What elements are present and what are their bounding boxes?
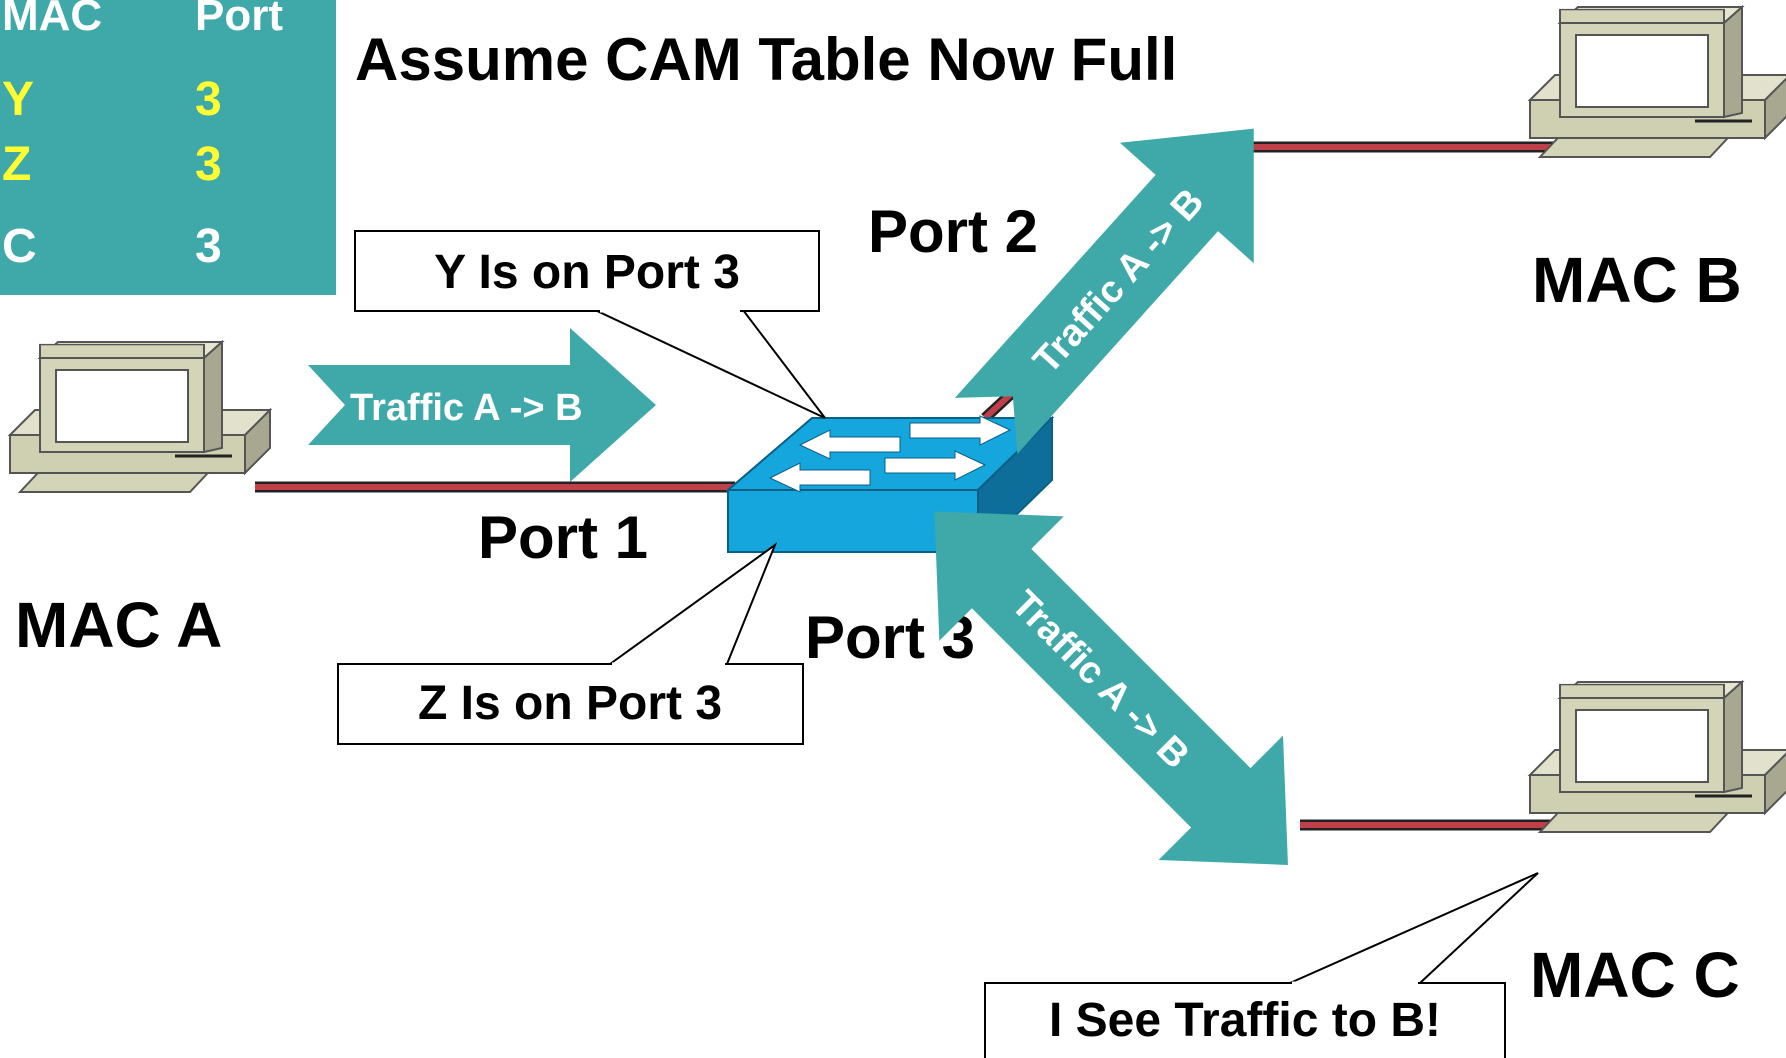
host-a-label: MAC A <box>15 589 222 661</box>
port-1-label: Port 1 <box>478 504 648 571</box>
port-2-label: Port 2 <box>868 198 1038 265</box>
cam-table: MAC Port Y 3 Z 3 C 3 <box>0 0 336 295</box>
cam-row-mac: Y <box>2 73 34 126</box>
traffic-arrow-to-c: Traffic A -> B <box>934 511 1288 865</box>
cam-row-mac: C <box>2 220 37 273</box>
computer-c-icon <box>1528 680 1786 834</box>
traffic-label: Traffic A -> B <box>350 387 583 429</box>
cam-row-port: 3 <box>195 73 222 126</box>
host-c-label: MAC C <box>1530 939 1740 1011</box>
slide-title: Assume CAM Table Now Full <box>355 26 1177 93</box>
callout-z-text: Z Is on Port 3 <box>418 677 722 730</box>
switch-icon <box>725 415 1055 555</box>
host-b-label: MAC B <box>1532 244 1742 316</box>
traffic-arrow-to-switch: Traffic A -> B <box>308 328 656 482</box>
cam-row-mac: Z <box>2 138 31 191</box>
network-links <box>255 141 1560 831</box>
computer-b-icon <box>1528 5 1786 159</box>
callout-c-text: I See Traffic to B! <box>1049 994 1441 1047</box>
callout-y-text: Y Is on Port 3 <box>434 246 740 299</box>
cam-header-port: Port <box>195 0 283 40</box>
traffic-label: Traffic A -> B <box>1003 583 1197 777</box>
callout-y: Y Is on Port 3 <box>354 230 826 419</box>
traffic-label: Traffic A -> B <box>1026 181 1213 382</box>
callout-z: Z Is on Port 3 <box>337 542 804 745</box>
cam-row-port: 3 <box>195 138 222 191</box>
computer-a-icon <box>8 340 272 494</box>
cam-header-mac: MAC <box>2 0 102 40</box>
cam-row-port: 3 <box>195 220 222 273</box>
cam-table-background <box>0 0 336 295</box>
callout-c: I See Traffic to B! <box>984 872 1539 1058</box>
